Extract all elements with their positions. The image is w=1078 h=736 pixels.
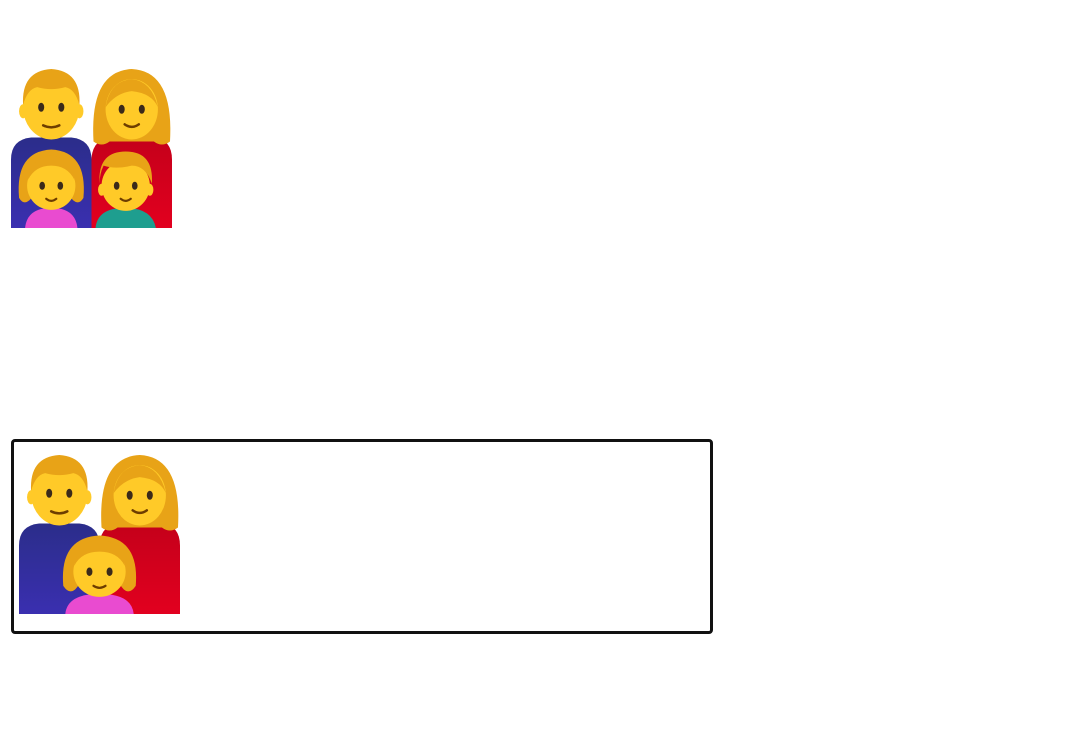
emoji-input-field[interactable]: 👨‍👩‍👧	[11, 439, 713, 634]
family-3-emoji-graphic	[19, 455, 180, 614]
family-4-emoji-graphic	[11, 69, 172, 228]
family-man-woman-girl-boy-icon: 👨‍👩‍👧‍👦	[11, 67, 172, 228]
family-man-woman-girl-icon: 👨‍👩‍👧	[19, 453, 180, 614]
